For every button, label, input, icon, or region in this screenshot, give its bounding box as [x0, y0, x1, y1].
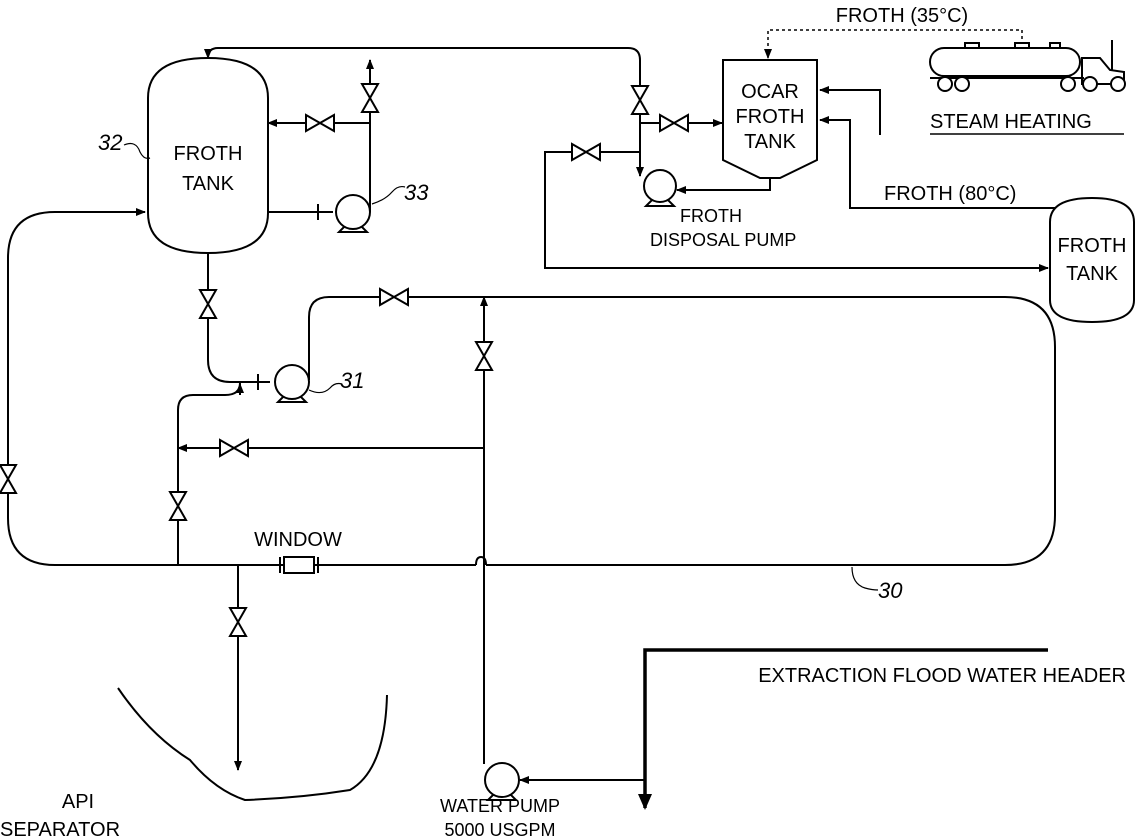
valve-riser-33	[360, 83, 380, 113]
froth-35-label: FROTH (35°C)	[836, 5, 968, 27]
valve-drain	[228, 607, 248, 637]
pump-31-discharge	[308, 296, 480, 380]
extraction-header-label: EXTRACTION FLOOD WATER HEADER	[758, 665, 1126, 687]
froth-tank-32-label-2: TANK	[182, 173, 235, 195]
ocar-label-3: TANK	[744, 131, 797, 153]
froth-35-dashed-line	[764, 29, 1023, 59]
api-label-2: SEPARATOR	[0, 819, 120, 840]
ref-label-31: 31	[340, 368, 364, 393]
pump-31	[274, 364, 310, 403]
valve-ocar-feed	[659, 113, 689, 133]
valve-recirc-32	[305, 113, 335, 133]
froth-80-label: FROTH (80°C)	[884, 183, 1016, 205]
valve-water-branch	[219, 438, 249, 458]
valve-left-loop	[0, 464, 18, 494]
sight-window	[279, 556, 319, 574]
right-tank-label-2: TANK	[1066, 263, 1119, 285]
ref-leader-32	[123, 142, 151, 159]
main-loop-pipe-bottom-left	[7, 208, 476, 566]
ref-leader-30	[851, 566, 879, 591]
water-pump-label-2: 5000 USGPM	[444, 820, 555, 840]
right-froth-tank	[1049, 196, 1135, 324]
ref-leader-31	[308, 382, 343, 394]
ocar-label-1: OCAR	[741, 81, 799, 103]
ocar-bottom-line	[676, 178, 771, 194]
right-tank-label-1: FROTH	[1058, 235, 1127, 257]
tanker-truck-icon	[929, 40, 1126, 92]
top-return-line	[204, 47, 641, 85]
ocar-label-2: FROTH	[736, 106, 805, 128]
valve-disposal-loop	[571, 142, 601, 162]
water-pump	[484, 762, 520, 801]
api-separator-basin	[117, 687, 388, 802]
valve-left-feed	[168, 491, 188, 521]
froth-80-line	[819, 116, 1050, 209]
left-feed-line	[177, 382, 241, 565]
steam-heating-line	[819, 86, 881, 135]
pump-33	[335, 194, 371, 233]
ocar-froth-tank	[722, 59, 818, 179]
disposal-pump-label-2: DISPOSAL PUMP	[650, 230, 796, 250]
valve-water-riser	[474, 341, 494, 371]
steam-heating-label: STEAM HEATING	[930, 111, 1092, 133]
water-pump-label-1: WATER PUMP	[440, 796, 560, 816]
tank-32-bottom-line	[207, 253, 270, 383]
window-label: WINDOW	[254, 529, 342, 551]
extraction-header	[638, 648, 1048, 810]
ref-label-30: 30	[878, 578, 903, 603]
api-label-1: API	[62, 791, 94, 813]
ref-label-33: 33	[404, 180, 429, 205]
disposal-pump-label-1: FROTH	[680, 206, 742, 226]
froth-tank-32-label-1: FROTH	[174, 143, 243, 165]
ref-label-32: 32	[98, 130, 122, 155]
froth-disposal-pump	[643, 169, 677, 207]
valve-pump-31-discharge	[379, 287, 409, 307]
valve-tank-32-bottom	[198, 289, 218, 319]
valve-ocar-riser	[630, 85, 650, 115]
ref-leader-33	[371, 185, 406, 205]
pipe-crossover-hop	[475, 555, 487, 566]
main-loop-pipe	[480, 296, 1056, 566]
